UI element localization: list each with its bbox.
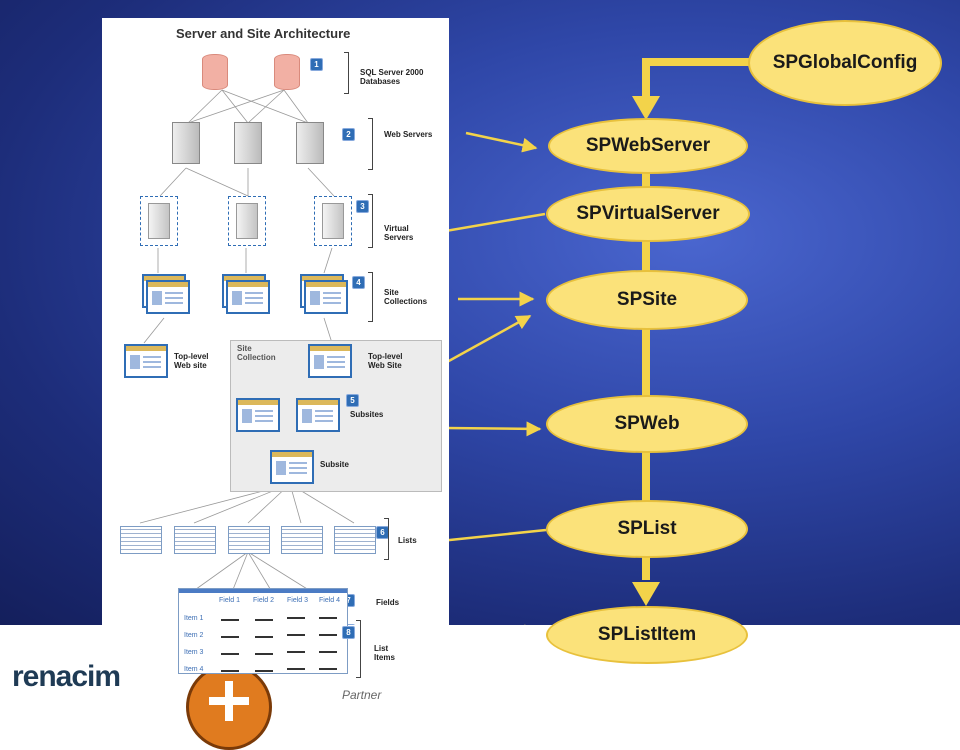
site-collection-icon	[304, 280, 348, 314]
node-spsite: SPSite	[546, 270, 748, 330]
step-6-badge: 6	[376, 526, 389, 539]
subsite-icon	[236, 398, 280, 432]
list-icon	[228, 526, 270, 554]
company-logo: renacim	[12, 660, 121, 693]
lists-label: Lists	[398, 536, 417, 545]
database-icon	[274, 54, 300, 90]
field-header: Field 3	[287, 597, 309, 604]
field-header: Field 1	[219, 597, 241, 604]
list-icon	[174, 526, 216, 554]
item-label: Item 2	[184, 632, 204, 639]
chain-connector	[642, 58, 752, 100]
virtual-server-icon	[228, 196, 266, 246]
step-1-badge: 1	[310, 58, 323, 71]
node-spglobalconfig: SPGlobalConfig	[748, 20, 942, 106]
list-icon	[120, 526, 162, 554]
node-spweb: SPWeb	[546, 395, 748, 453]
fields-label: Fields	[376, 598, 400, 607]
site-collection-icon	[226, 280, 270, 314]
node-splist: SPList	[546, 500, 748, 558]
bracket	[356, 620, 361, 678]
node-splistitem: SPListItem	[546, 606, 748, 664]
footer-bar	[0, 625, 960, 720]
step-3-badge: 3	[356, 200, 369, 213]
node-spwebserver: SPWebServer	[548, 118, 748, 174]
virtual-server-icon	[314, 196, 352, 246]
subsite-icon	[270, 450, 314, 484]
node-spvirtualserver: SPVirtualServer	[546, 186, 750, 242]
partner-badge-icon	[186, 664, 272, 750]
field-header: Field 2	[253, 597, 275, 604]
bracket	[344, 52, 349, 94]
chain-arrowhead-top	[632, 96, 660, 120]
site-collection-icon	[146, 280, 190, 314]
step-4-badge: 4	[352, 276, 365, 289]
top-level-site-icon	[308, 344, 352, 378]
subsite-label: Subsite	[320, 460, 349, 469]
bracket	[368, 118, 373, 170]
item-label: Item 1	[184, 615, 204, 622]
web-server-icon	[296, 122, 324, 164]
subsites-label: Subsites	[350, 410, 384, 419]
database-icon	[202, 54, 228, 90]
subsite-icon	[296, 398, 340, 432]
slide-background: Server and Site Architecture 1 SQL Serve…	[0, 0, 960, 625]
bracket	[368, 272, 373, 322]
pointer-lists	[439, 528, 547, 543]
chain-spine	[642, 140, 650, 580]
field-header: Field 4	[319, 597, 341, 604]
web-server-icon	[172, 122, 200, 164]
architecture-panel: Server and Site Architecture 1 SQL Serve…	[102, 18, 449, 625]
list-icon	[334, 526, 376, 554]
fields-table-overflow: Field 1 Field 2 Field 3 Field 4 Item 1 I…	[178, 588, 348, 674]
web-server-icon	[234, 122, 262, 164]
bracket	[368, 194, 373, 248]
step-8-badge: 8	[342, 626, 355, 639]
top-level-site-icon	[124, 344, 168, 378]
chain-arrowhead-bottom	[632, 582, 660, 606]
web-servers-label: Web Servers	[384, 130, 433, 139]
pointer-web-servers	[465, 131, 538, 153]
list-icon	[281, 526, 323, 554]
panel-title: Server and Site Architecture	[176, 26, 351, 41]
item-label: Item 4	[184, 666, 204, 673]
item-label: Item 3	[184, 649, 204, 656]
bracket	[384, 518, 389, 560]
virtual-server-icon	[140, 196, 178, 246]
step-5-badge: 5	[346, 394, 359, 407]
partner-label: Partner	[342, 688, 382, 702]
step-2-badge: 2	[342, 128, 355, 141]
